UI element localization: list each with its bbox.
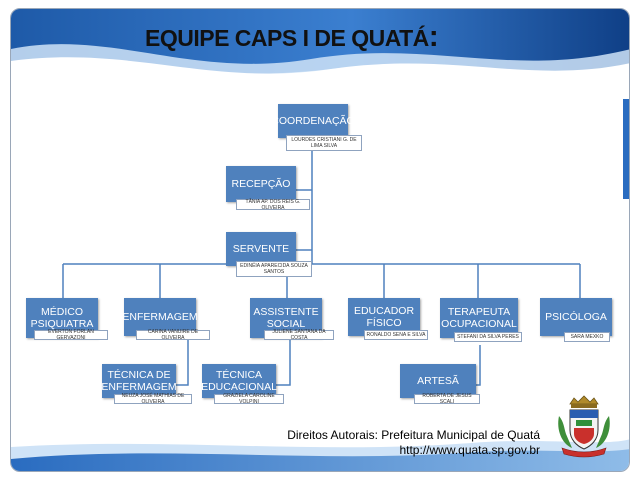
node-tecnica-enfermagem-name: NEUZA JOSÉ MATHIAS DE OLIVEIRA [114,393,192,405]
node-recepcao-name: TÂNIA AP. DOS REIS G. OLIVEIRA [236,199,310,211]
connector-terap-artesa [476,345,481,386]
node-tecnica-educacional-name: GRAZIELA CAROLINE VOLPINI [214,393,284,405]
connector-enf-tecnica [176,340,189,386]
right-strip [623,99,629,199]
node-educador-box: EDUCADOR FÍSICO [348,298,420,336]
node-tecnica-educacional-box: TÉCNICA EDUCACIONAL [201,364,277,398]
node-recepcao-box: RECEPÇÃO [226,166,296,202]
title-colon: : [428,20,439,53]
node-coordenacao-box: COORDENAÇÃO [271,104,355,138]
slide-decoration [11,9,629,471]
node-coordenacao-name: LOURDES CRISTIANI G. DE LIMA SILVA [286,135,362,151]
node-educador-name: RONALDO SENA E SILVA [364,330,428,340]
footer-url[interactable]: http://www.quata.sp.gov.br [399,443,540,457]
node-enfermagem-name: CARINA VANUIRE DE OLIVEIRA [136,329,210,341]
footer-copyright: Direitos Autorais: Prefeitura Municipal … [287,428,540,442]
connector-assist-tecnica [276,340,291,386]
title-text: EQUIPE CAPS I DE QUATÁ [145,25,429,51]
municipal-coat-of-arms-icon [558,395,610,458]
slide-title: EQUIPE CAPS I DE QUATÁ: [145,20,439,54]
node-servente-name: EDINÉIA APARECIDA SOUZA SANTOS [236,261,312,277]
node-terapeuta-name: STEFANI DA SILVA PERES [454,332,522,342]
node-psicologa-name: SARA MEXKO [564,332,610,342]
node-artesa-box: ARTESÃ [400,364,476,398]
node-tecnica-enfermagem-box: TÉCNICA DE ENFERMAGEM [101,364,177,398]
node-assistente-name: JULIENE SANTANA DA COSTA [264,329,334,341]
node-servente-box: SERVENTE [226,232,296,266]
node-psicologa-box: PSICÓLOGA [540,298,612,336]
node-enfermagem-box: ENFERMAGEM [122,298,198,336]
node-medico-name: EVERTON FORLAN GERVAZONI [34,329,108,341]
node-artesa-name: ROBERTA DE JESUS SCALI [414,393,480,405]
node-terapeuta-box: TERAPEUTA OCUPACIONAL [440,298,518,338]
bottom-wave-light [11,439,629,459]
top-wave-white [11,57,629,91]
